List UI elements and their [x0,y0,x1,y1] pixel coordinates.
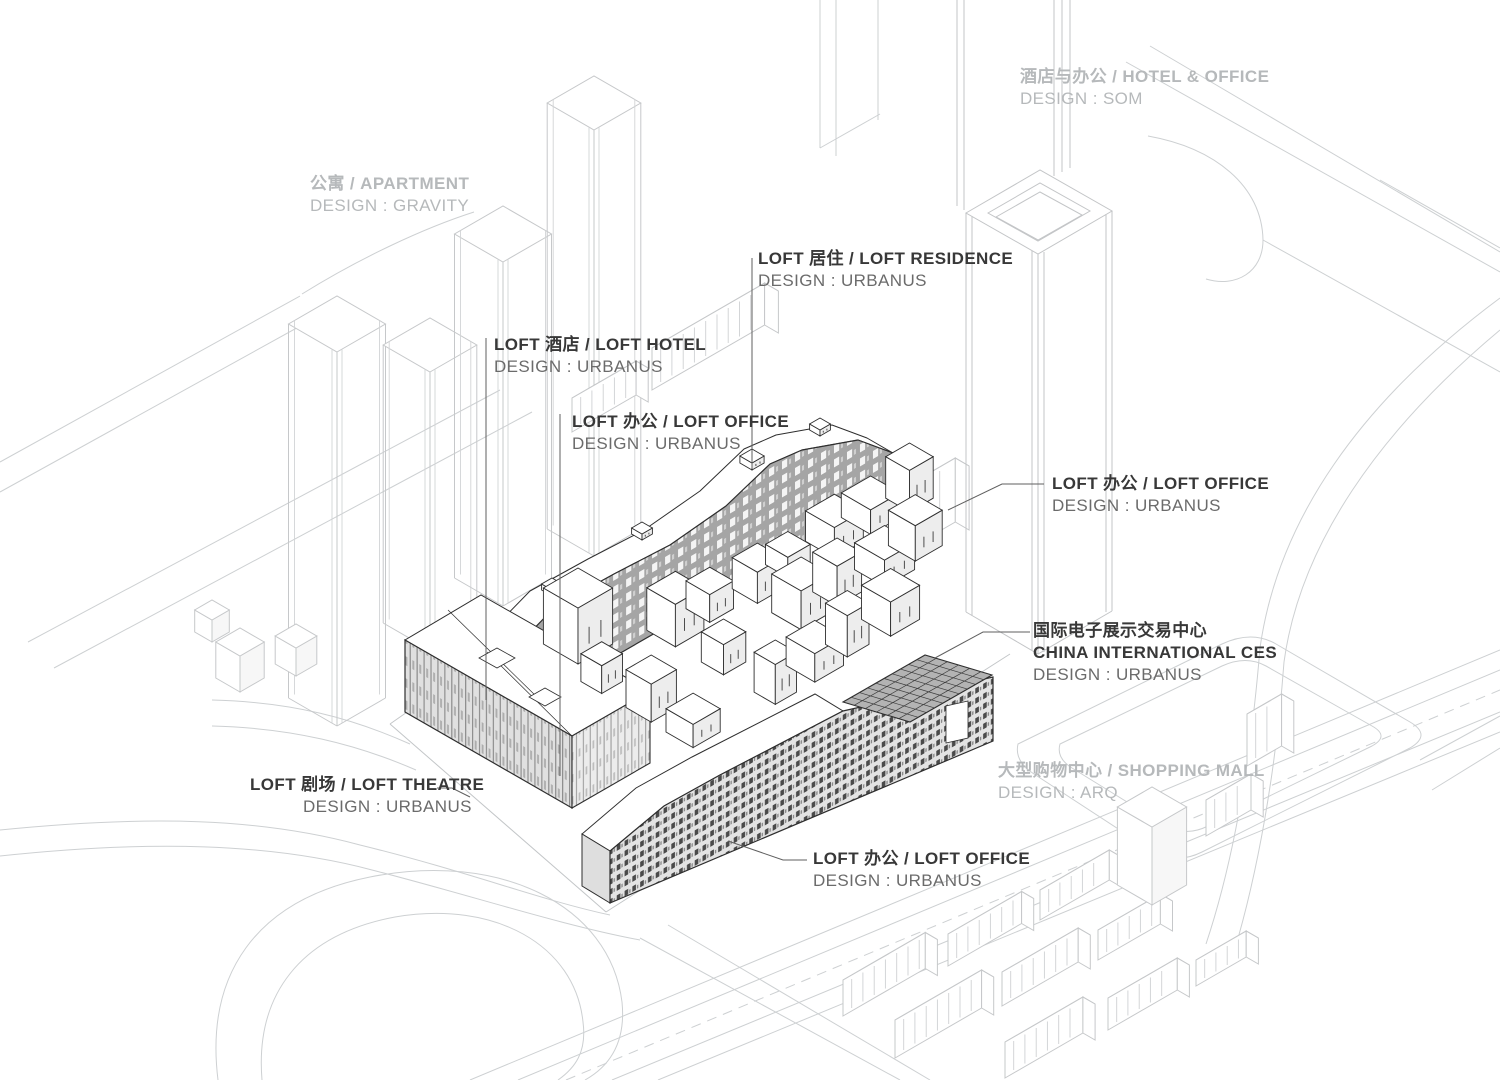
label-loft-office-bottom-designer: DESIGN : URBANUS [813,871,982,890]
label-apartment-title: 公寓 / APARTMENT [310,174,470,193]
label-loft-office-right: LOFT 办公 / LOFT OFFICE DESIGN : URBANUS [1052,473,1269,517]
loft-village-drawing [579,442,944,749]
label-hotel-office: 酒店与办公 / HOTEL & OFFICE DESIGN : SOM [1020,66,1269,110]
label-loft-office-bottom-title: LOFT 办公 / LOFT OFFICE [813,849,1031,868]
label-loft-residence: LOFT 居住 / LOFT RESIDENCE DESIGN : URBANU… [758,248,1013,292]
apartment-towers-drawing [287,75,642,727]
label-loft-office-upper: LOFT 办公 / LOFT OFFICE DESIGN : URBANUS [572,411,789,455]
label-ces-designer: DESIGN : URBANUS [1033,665,1202,684]
label-ces-title-cn: 国际电子展示交易中心 [1033,621,1207,640]
label-ces: 国际电子展示交易中心 CHINA INTERNATIONAL CES DESIG… [1033,620,1277,686]
label-loft-office-upper-designer: DESIGN : URBANUS [572,434,741,453]
label-hotel-office-title: 酒店与办公 / HOTEL & OFFICE [1020,67,1270,86]
label-loft-theatre: LOFT 剧场 / LOFT THEATRE DESIGN : URBANUS [250,774,484,818]
label-shopping-mall-title: 大型购物中心 / SHOPPING MALL [998,761,1265,780]
label-shopping-mall: 大型购物中心 / SHOPPING MALL DESIGN : ARQ [998,760,1265,804]
label-loft-hotel-title: LOFT 酒店 / LOFT HOTEL [494,335,706,354]
label-shopping-mall-designer: DESIGN : ARQ [998,783,1119,802]
label-loft-office-upper-title: LOFT 办公 / LOFT OFFICE [572,412,790,431]
label-loft-office-right-designer: DESIGN : URBANUS [1052,496,1221,515]
shopping-mall-drawing [1016,636,1500,859]
label-leader-lines [437,258,1044,861]
ces-grid-lines [851,657,984,720]
label-loft-theatre-title: LOFT 剧场 / LOFT THEATRE [250,775,485,794]
residential-blocks-drawing [842,693,1295,1079]
label-loft-theatre-designer: DESIGN : URBANUS [303,797,472,816]
label-loft-residence-title: LOFT 居住 / LOFT RESIDENCE [758,249,1014,268]
label-apartment-designer: DESIGN : GRAVITY [310,196,470,215]
label-loft-residence-designer: DESIGN : URBANUS [758,271,927,290]
loft-office-slab-drawing [581,676,994,904]
hotel-office-tower-drawing [956,0,1114,655]
label-loft-office-right-title: LOFT 办公 / LOFT OFFICE [1052,474,1270,493]
label-hotel-office-designer: DESIGN : SOM [1020,89,1143,108]
loft-theatre-drawing [404,594,652,810]
label-ces-title-en: CHINA INTERNATIONAL CES [1033,643,1278,662]
label-loft-hotel: LOFT 酒店 / LOFT HOTEL DESIGN : URBANUS [494,334,706,378]
label-loft-hotel-designer: DESIGN : URBANUS [494,357,663,376]
label-apartment: 公寓 / APARTMENT DESIGN : GRAVITY [310,173,469,217]
label-loft-office-bottom: LOFT 办公 / LOFT OFFICE DESIGN : URBANUS [813,848,1030,892]
